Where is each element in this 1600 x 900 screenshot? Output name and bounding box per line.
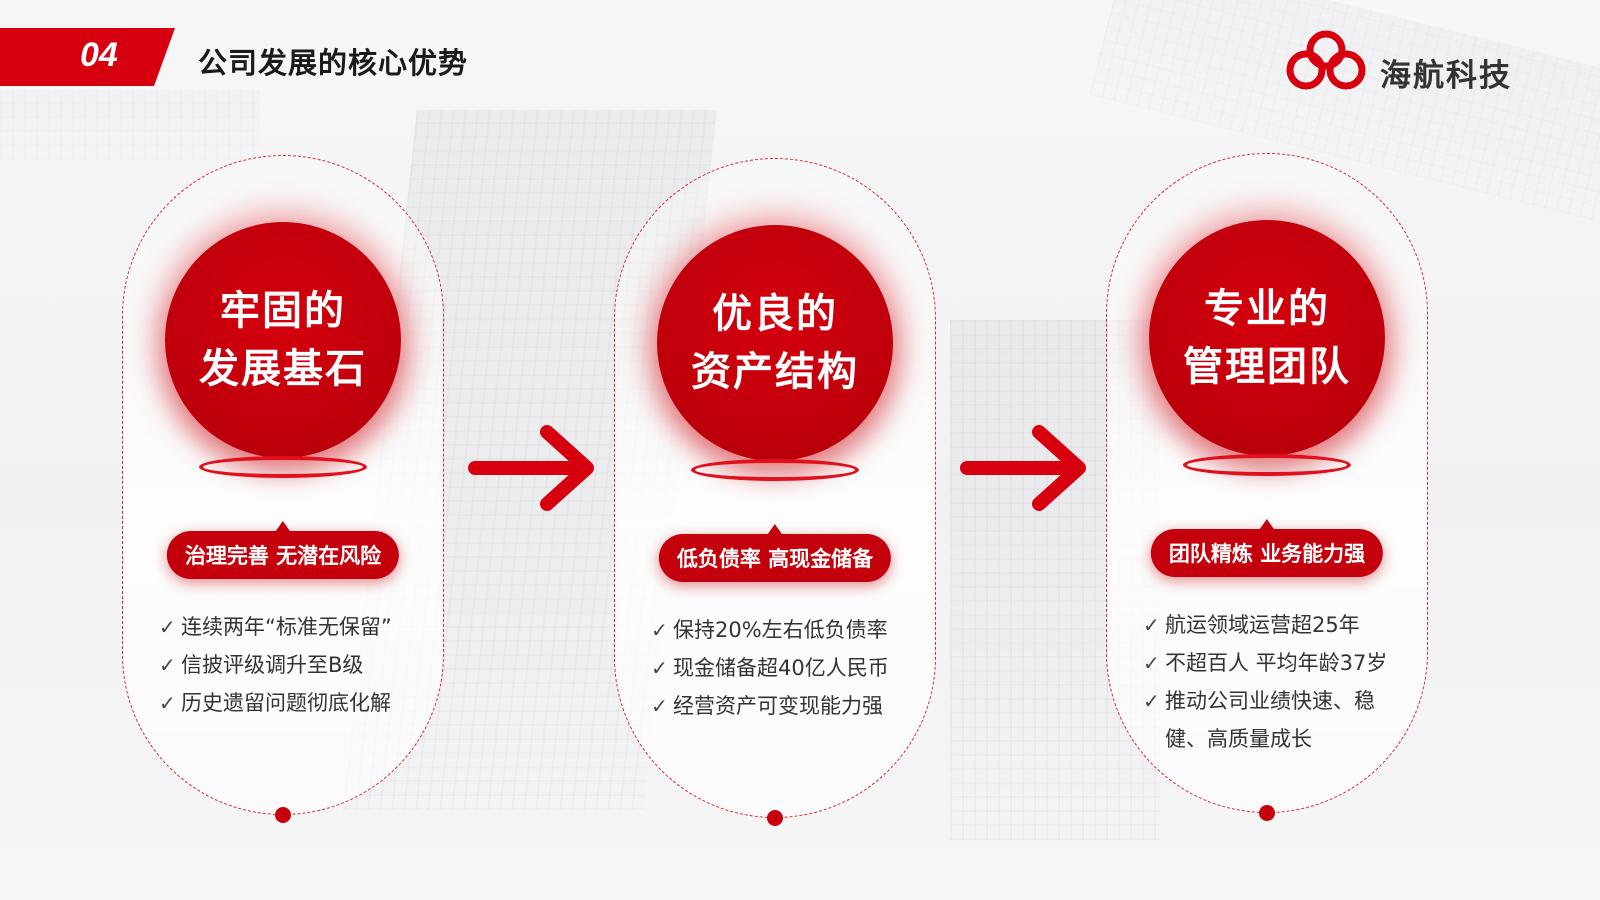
card-title-line: 管理团队: [1183, 344, 1351, 390]
bullet-list: ✓航运领域运营超25年 ✓不超百人 平均年龄37岁 ✓推动公司业绩快速、稳健、高…: [1143, 606, 1413, 758]
bullet-text: 航运领域运营超25年: [1165, 613, 1360, 637]
card-end-dot: [1259, 805, 1275, 821]
card-title-line: 牢固的: [220, 288, 346, 334]
pedestal-ring: [1183, 454, 1351, 476]
check-icon: ✓: [1143, 651, 1160, 675]
brand-name: 海航科技: [1380, 58, 1512, 94]
section-number-tab: [0, 28, 175, 86]
check-icon: ✓: [651, 656, 668, 680]
advantage-card-team: 专业的 管理团队 团队精炼 业务能力强 ✓航运领域运营超25年 ✓不超百人 平均…: [1106, 153, 1428, 821]
right-arrow-icon: [960, 425, 1086, 511]
list-item: ✓历史遗留问题彻底化解: [159, 684, 429, 722]
check-icon: ✓: [651, 618, 668, 642]
check-icon: ✓: [1143, 689, 1160, 713]
bullet-text: 不超百人 平均年龄37岁: [1165, 651, 1388, 675]
bullet-text: 保持20%左右低负债率: [673, 618, 888, 642]
card-title-circle: 专业的 管理团队: [1149, 220, 1385, 456]
list-item: ✓不超百人 平均年龄37岁: [1143, 644, 1413, 682]
check-icon: ✓: [159, 691, 176, 715]
page-title: 公司发展的核心优势: [198, 46, 469, 80]
bullet-text: 经营资产可变现能力强: [673, 694, 883, 718]
bullet-text: 现金储备超40亿人民币: [673, 656, 889, 680]
bullet-text: 信披评级调升至B级: [181, 653, 364, 677]
card-tag: 治理完善 无潜在风险: [166, 521, 400, 579]
list-item: ✓连续两年“标准无保留”: [159, 608, 429, 646]
advantage-card-assets: 优良的 资产结构 低负债率 高现金储备 ✓保持20%左右低负债率 ✓现金储备超4…: [614, 158, 936, 826]
pedestal-ring: [199, 456, 367, 478]
bullet-list: ✓连续两年“标准无保留” ✓信披评级调升至B级 ✓历史遗留问题彻底化解: [159, 608, 429, 722]
list-item: ✓航运领域运营超25年: [1143, 606, 1413, 644]
check-icon: ✓: [1143, 613, 1160, 637]
bullet-text: 连续两年“标准无保留”: [181, 615, 392, 639]
list-item: ✓保持20%左右低负债率: [651, 611, 921, 649]
card-title-line: 资产结构: [691, 349, 859, 395]
card-end-dot: [275, 807, 291, 823]
card-title-line: 发展基石: [199, 346, 367, 392]
card-title-line: 优良的: [712, 291, 838, 337]
card-end-dot: [767, 810, 783, 826]
check-icon: ✓: [159, 653, 176, 677]
pedestal-ring: [691, 459, 859, 481]
list-item: ✓经营资产可变现能力强: [651, 687, 921, 725]
card-tag: 团队精炼 业务能力强: [1150, 519, 1384, 577]
list-item: ✓信披评级调升至B级: [159, 646, 429, 684]
background-building: [0, 90, 260, 160]
bullet-text: 历史遗留问题彻底化解: [181, 691, 391, 715]
card-title-circle: 牢固的 发展基石: [165, 222, 401, 458]
list-item: ✓推动公司业绩快速、稳健、高质量成长: [1143, 682, 1413, 758]
section-number: 04: [80, 36, 118, 74]
check-icon: ✓: [651, 694, 668, 718]
triple-ring-logo-icon: [1286, 30, 1366, 90]
card-title-circle: 优良的 资产结构: [657, 225, 893, 461]
right-arrow-icon: [468, 425, 594, 511]
card-tag: 低负债率 高现金储备: [658, 524, 892, 582]
bullet-text: 推动公司业绩快速、稳健、高质量成长: [1165, 689, 1375, 751]
check-icon: ✓: [159, 615, 176, 639]
card-title-line: 专业的: [1204, 286, 1330, 332]
bullet-list: ✓保持20%左右低负债率 ✓现金储备超40亿人民币 ✓经营资产可变现能力强: [651, 611, 921, 725]
list-item: ✓现金储备超40亿人民币: [651, 649, 921, 687]
advantage-card-foundation: 牢固的 发展基石 治理完善 无潜在风险 ✓连续两年“标准无保留” ✓信披评级调升…: [122, 155, 444, 823]
